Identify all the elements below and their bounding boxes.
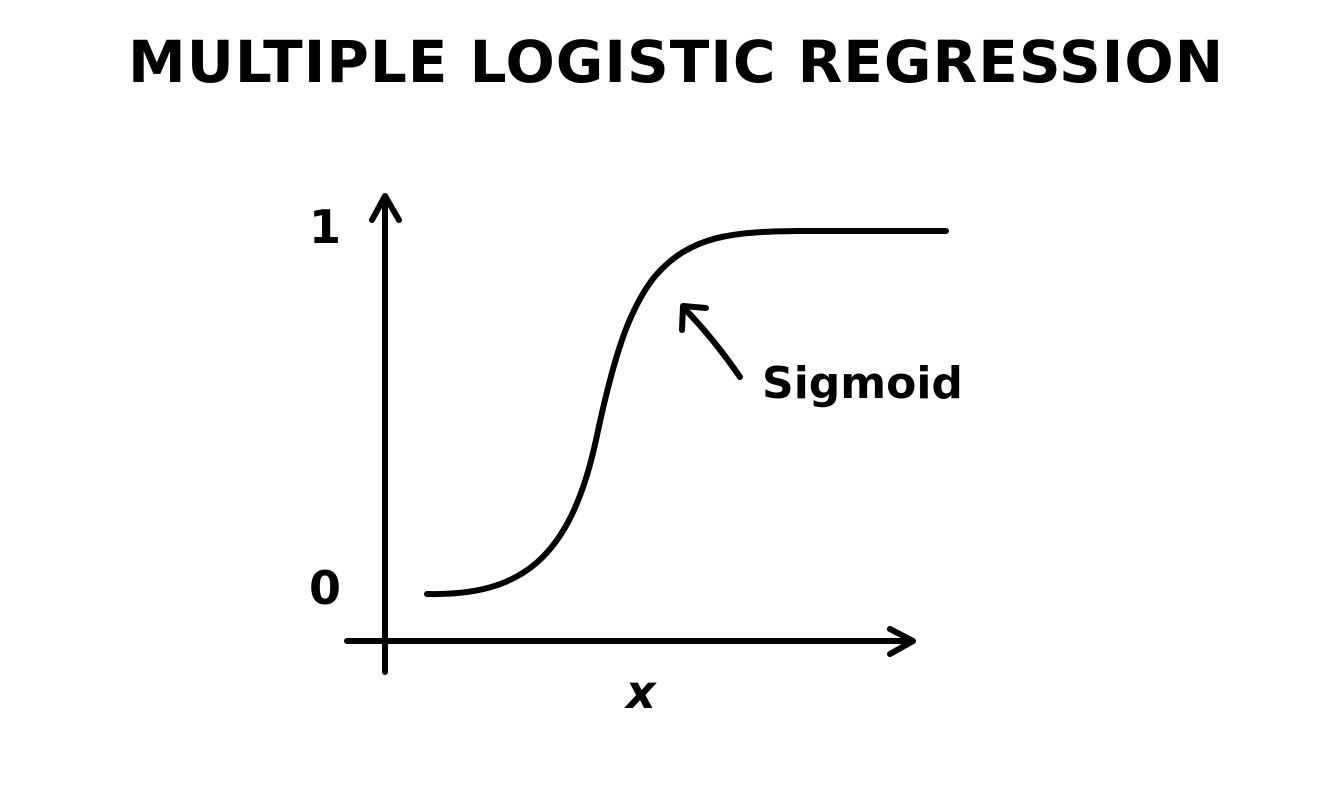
annotation-arrow-head — [679, 303, 709, 333]
sigmoid-label: Sigmoid — [762, 358, 963, 409]
x-axis — [344, 626, 916, 657]
annotation-arrow-shaft — [682, 306, 743, 380]
y-axis-arrowhead — [369, 193, 402, 223]
sigmoid-curve — [424, 228, 949, 598]
annotation-arrow — [679, 303, 743, 380]
x-axis-label: x — [624, 665, 657, 719]
page-title: MULTIPLE LOGISTIC REGRESSION — [128, 28, 1224, 96]
y-tick-label-0: 0 — [309, 561, 341, 615]
x-axis-arrowhead — [887, 626, 916, 657]
y-tick-label-1: 1 — [309, 200, 341, 254]
y-axis — [369, 193, 402, 675]
